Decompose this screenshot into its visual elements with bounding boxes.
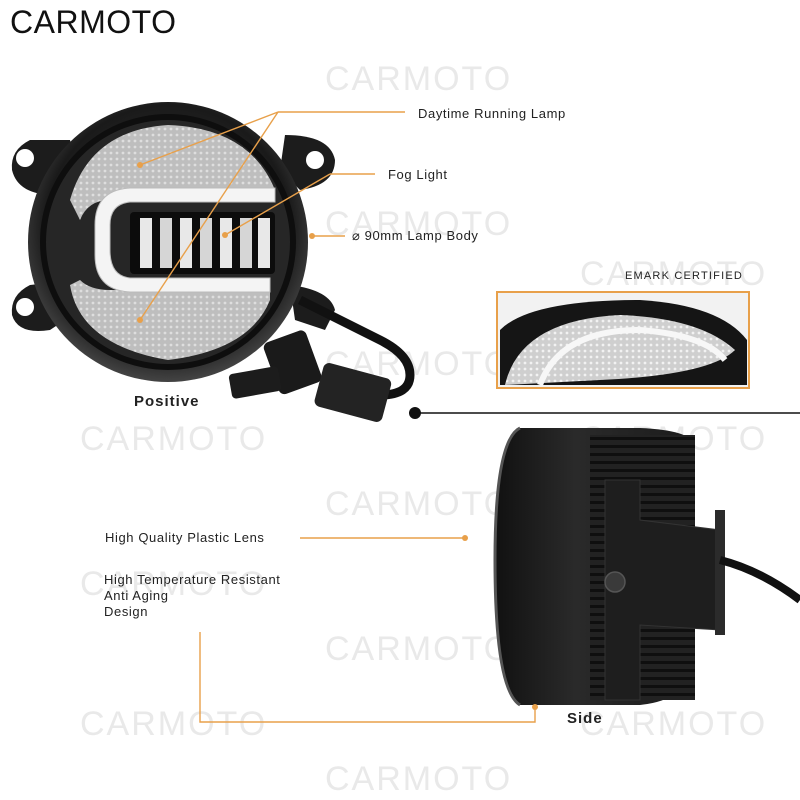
watermark-1: CARMOTO [325,60,513,98]
watermark-7: CARMOTO [325,485,513,523]
leader-dots-front [137,162,315,323]
watermark-12: CARMOTO [325,760,513,798]
watermark-10: CARMOTO [80,705,268,743]
brand-logo: CARMOTO [10,4,177,40]
watermark-5: CARMOTO [80,420,268,458]
leader-lines-front [139,111,405,321]
watermark-2: CARMOTO [325,205,513,243]
label-side: Side [567,710,603,727]
label-temperature-resistant: High Temperature Resistant Anti Aging De… [104,572,281,620]
label-positive: Positive [134,393,200,410]
label-emark-certified: EMARK CERTIFIED [625,270,744,282]
label-fog-light: Fog Light [388,167,448,182]
leader-dots-side [462,535,538,710]
label-plastic-lens: High Quality Plastic Lens [105,530,265,545]
label-temp-line3: Design [104,604,149,619]
label-daytime-running-lamp: Daytime Running Lamp [418,106,566,121]
side-lamp [493,426,800,707]
section-divider [409,407,800,419]
front-lamp [11,102,415,422]
label-temp-line2: Anti Aging [104,588,169,603]
watermark-3: CARMOTO [580,255,768,293]
label-lamp-body: ⌀ 90mm Lamp Body [352,228,479,243]
watermark-11: CARMOTO [580,705,768,743]
label-temp-line1: High Temperature Resistant [104,572,281,587]
watermark-8: CARMOTO [80,565,268,603]
emark-inset [496,291,750,389]
leader-lines-side [199,537,536,723]
watermark-9: CARMOTO [325,630,513,668]
